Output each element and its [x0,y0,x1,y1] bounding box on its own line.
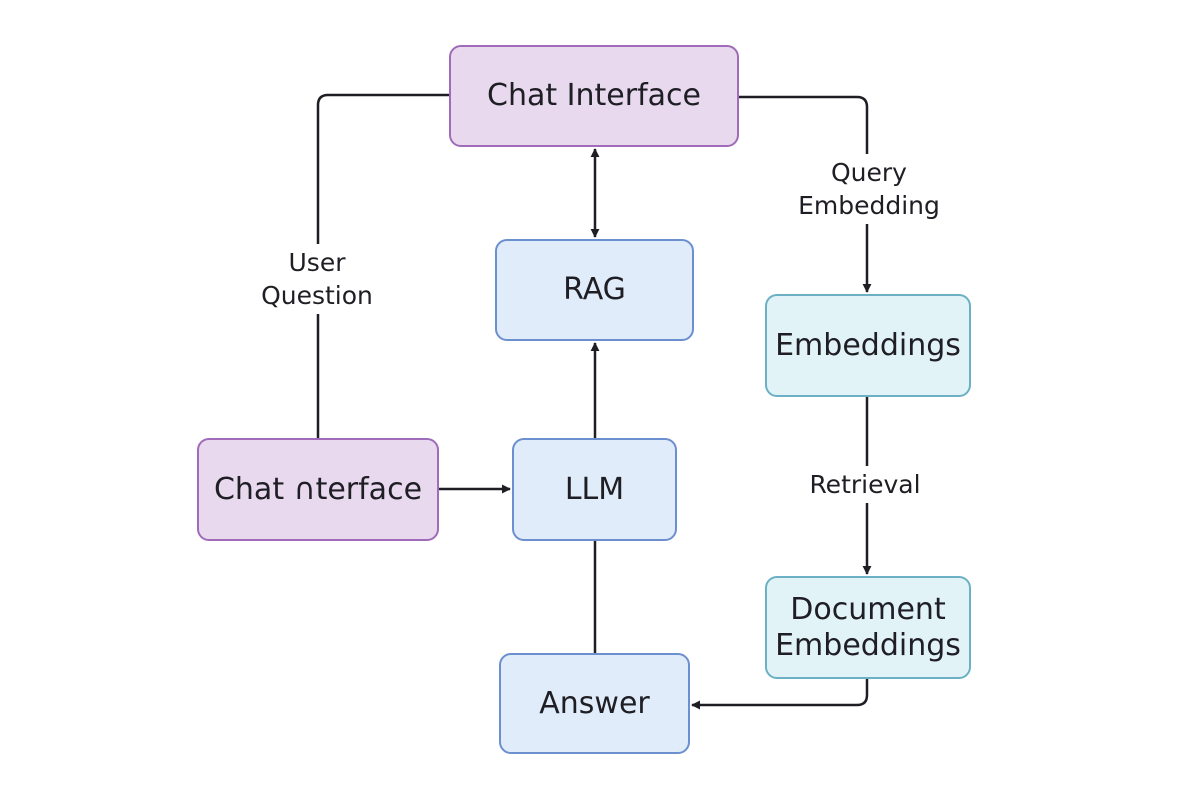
node-chat-interface-top: Chat Interface [449,45,739,147]
node-llm: LLM [512,438,677,541]
edge-query-embedding [739,95,872,293]
node-embeddings: Embeddings [765,294,971,397]
edge-label-user-question: User Question [250,244,384,314]
node-answer: Answer [499,653,690,754]
edge-docemb-answer [691,679,869,710]
edge-label-retrieval: Retrieval [800,466,930,503]
node-document-embeddings: Document Embeddings [765,576,971,679]
node-rag: RAG [495,239,694,341]
node-chat-interface-left: Chat ∩terface [197,438,439,541]
edge-label-query-embedding: Query Embedding [794,154,944,224]
edge-user-question [316,93,449,438]
